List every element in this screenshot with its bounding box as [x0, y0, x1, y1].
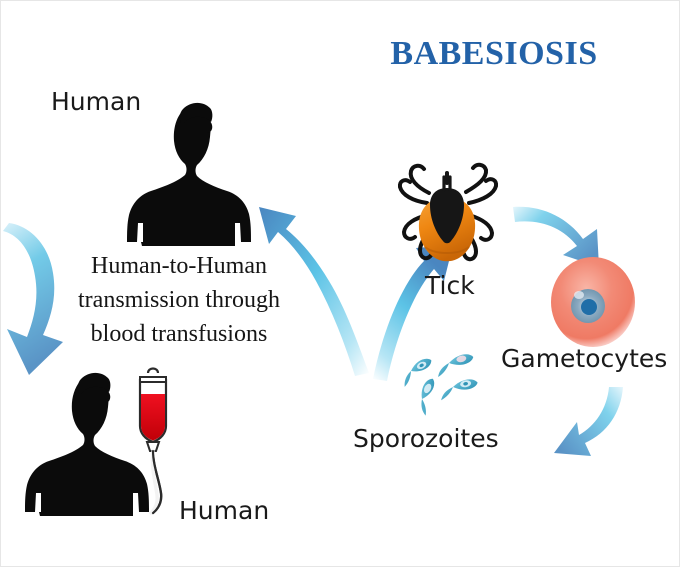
arrow-gametocytes-to-sporozoites	[554, 387, 623, 456]
label-tick: Tick	[425, 271, 475, 300]
human-silhouette-bottom	[25, 372, 149, 516]
sporozoite-cluster	[404, 354, 478, 416]
transmission-line-3: blood transfusions	[90, 321, 268, 348]
human-silhouette-top	[127, 102, 251, 247]
transmission-line-2: transmission through	[78, 287, 280, 314]
arrow-to-human-top	[259, 207, 369, 376]
transmission-description: Human-to-Human transmission through bloo…	[49, 249, 309, 351]
page-title: Babesiosis	[390, 22, 598, 75]
label-human-top: Human	[51, 87, 142, 116]
red-blood-cell-with-gametocyte	[551, 257, 635, 347]
label-gametocytes: Gametocytes	[501, 344, 668, 373]
arrow-to-tick	[373, 245, 453, 381]
label-human-bottom: Human	[179, 496, 270, 525]
transmission-line-1: Human-to-Human	[91, 253, 267, 279]
arrow-human-to-human-down	[3, 223, 63, 375]
iv-blood-bag	[138, 367, 168, 515]
tick-icon	[397, 162, 499, 262]
arrow-tick-to-gametocytes	[513, 206, 599, 267]
label-sporozoites: Sporozoites	[353, 424, 499, 453]
